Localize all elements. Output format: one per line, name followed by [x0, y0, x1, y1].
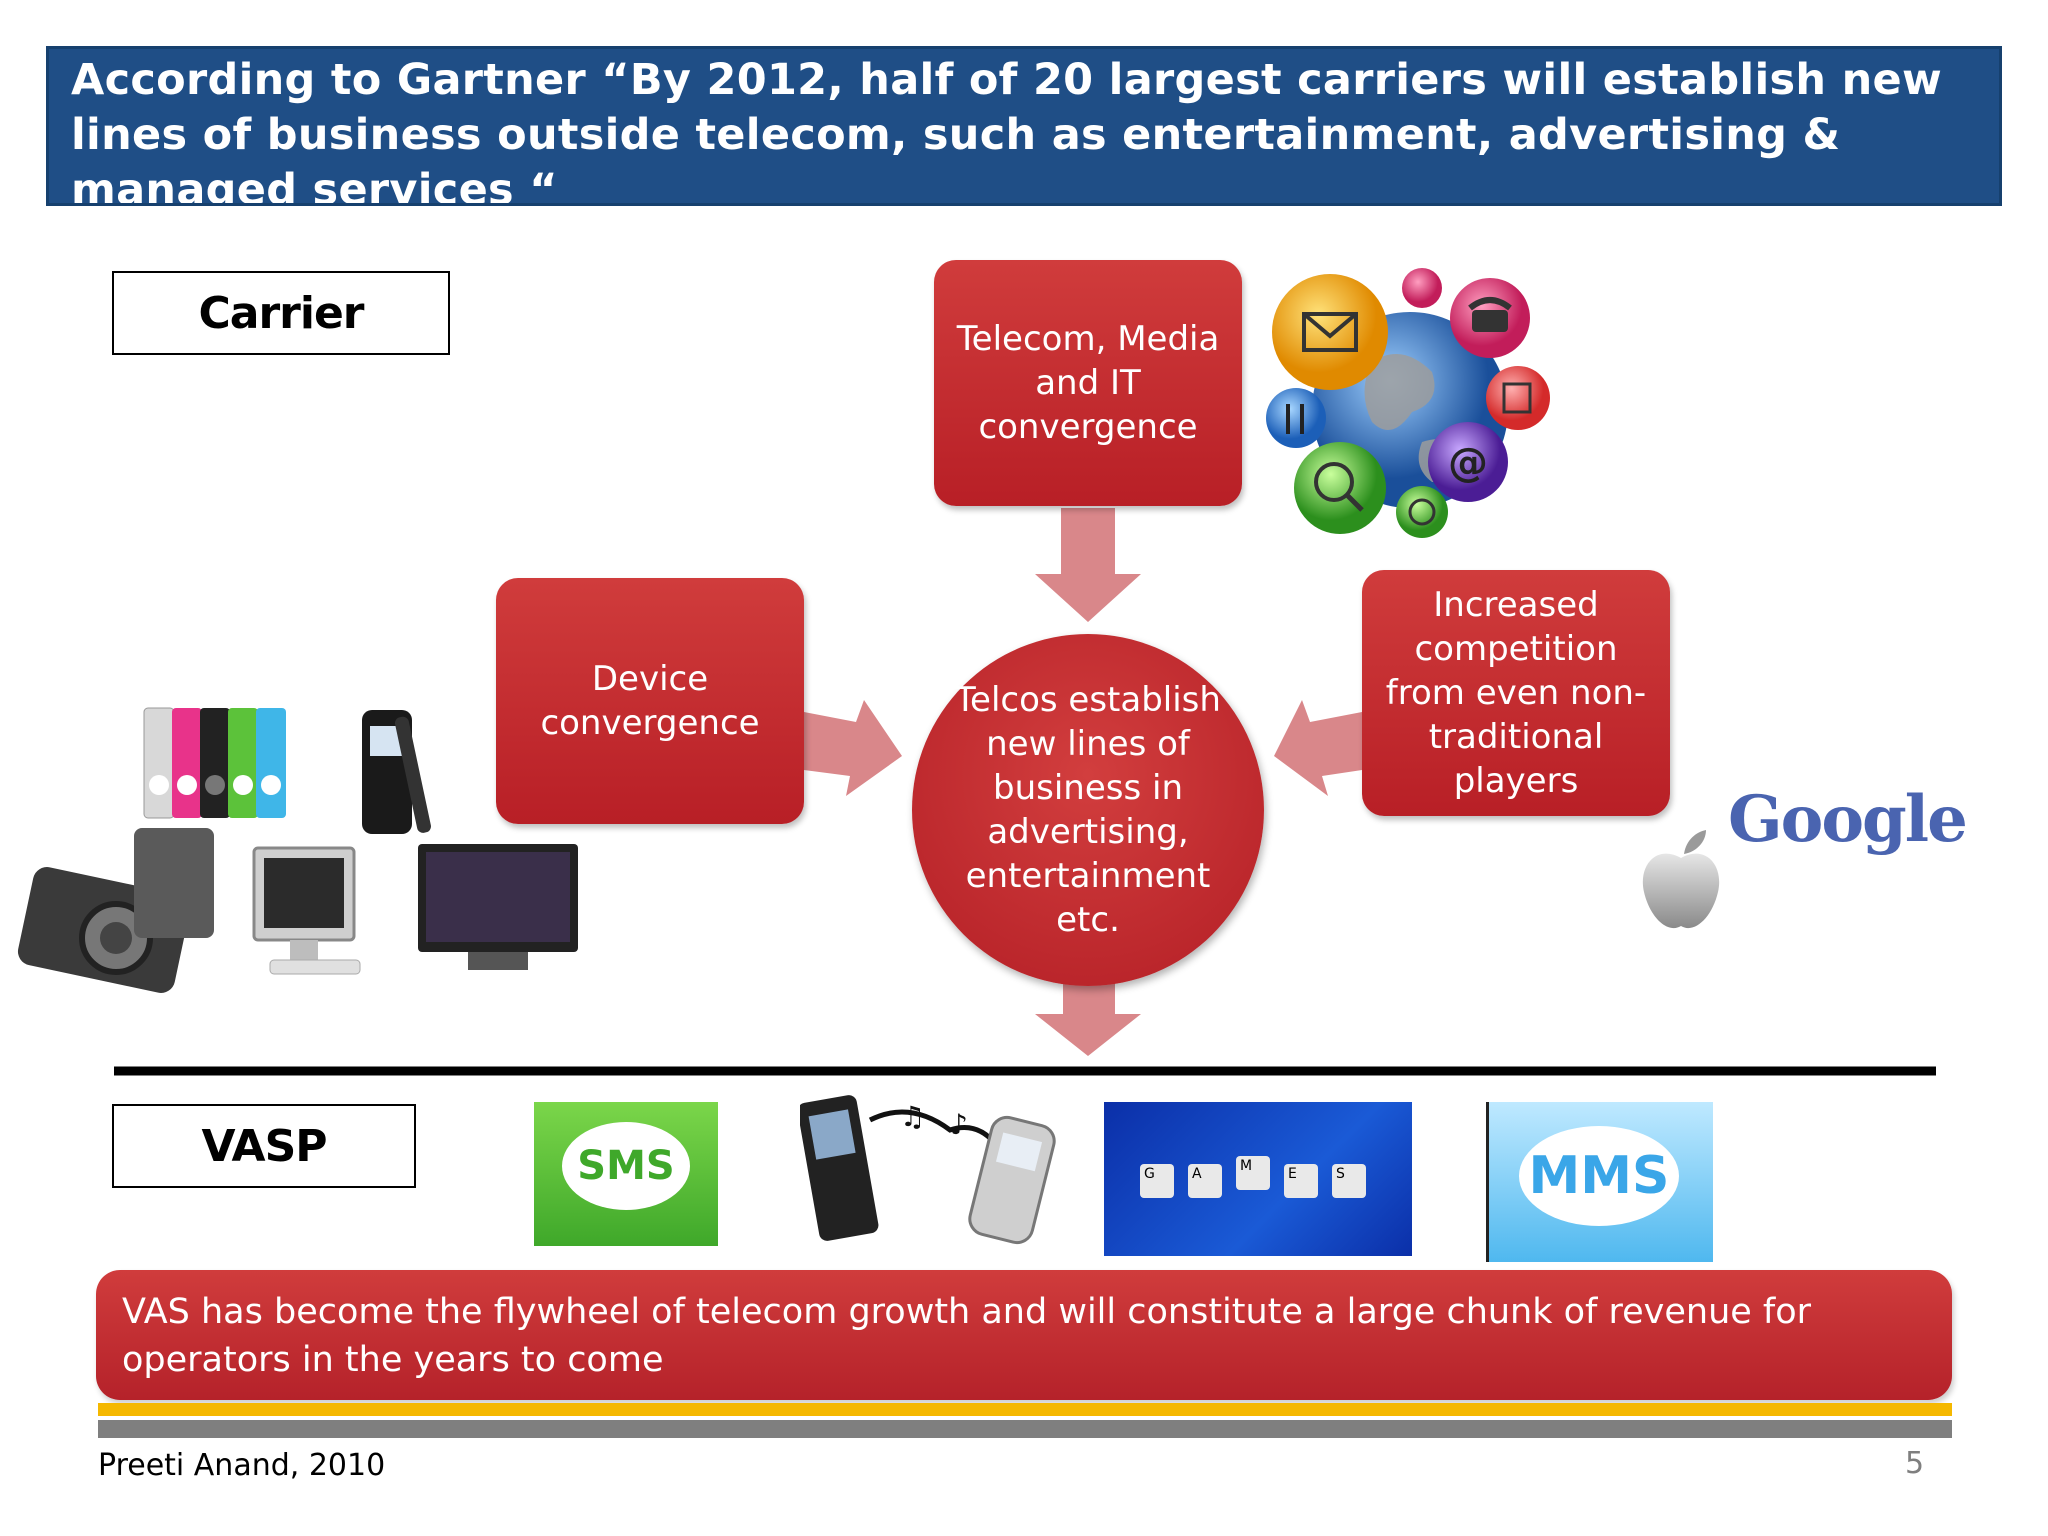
games-keys: G A M E S: [1140, 1156, 1366, 1198]
arrow-left-right: [804, 700, 902, 796]
key-s: S: [1332, 1164, 1366, 1198]
key-a: A: [1188, 1164, 1222, 1198]
apple-icon: [1642, 830, 1720, 929]
svg-text:♪: ♪: [950, 1108, 968, 1141]
arrow-right-left: [1274, 700, 1362, 796]
computer-monitor-icon: [252, 846, 361, 975]
key-e: E: [1284, 1164, 1318, 1198]
vas-statement-box: VAS has become the flywheel of telecom g…: [96, 1270, 1952, 1400]
carrier-label: Carrier: [112, 271, 450, 355]
vasp-label: VASP: [112, 1104, 416, 1188]
page-number: 5: [1905, 1446, 1925, 1481]
header-banner: According to Gartner “By 2012, half of 2…: [46, 46, 2002, 206]
footer-author: Preeti Anand, 2010: [98, 1448, 386, 1483]
footer-stripe-gray: [98, 1420, 1952, 1438]
arrow-top-down: [1035, 508, 1141, 622]
bulb-icon: [1402, 268, 1442, 308]
floppy-icon: [1486, 366, 1550, 430]
google-logo-text: Google: [1728, 782, 1968, 857]
box-device-convergence: Device convergence: [496, 578, 804, 824]
mms-bubble: MMS: [1519, 1126, 1679, 1226]
google-logo: Google: [1728, 782, 1968, 857]
nokia-phone-icon: [362, 710, 431, 834]
lcd-tv-icon: [418, 844, 578, 970]
mail-icon: [1272, 274, 1388, 390]
center-text: Telcos establish new lines of business i…: [955, 680, 1221, 940]
mms-image: MMS: [1486, 1102, 1713, 1262]
svg-text:@: @: [1448, 440, 1488, 486]
phones-music-image: ♫ ♪: [800, 1095, 1056, 1245]
web-search-icon: [1294, 442, 1386, 534]
vas-statement-text: VAS has become the flywheel of telecom g…: [122, 1292, 1812, 1380]
sms-bubble: SMS: [562, 1122, 690, 1210]
center-telcos-circle: Telcos establish new lines of business i…: [912, 634, 1264, 986]
box-telecom-media-it: Telecom, Media and IT convergence: [934, 260, 1242, 506]
globe-cluster: @: [1266, 268, 1550, 538]
phone-icon: [1450, 278, 1530, 358]
header-quote: According to Gartner “By 2012, half of 2…: [71, 55, 1942, 206]
sms-image: SMS: [534, 1102, 718, 1246]
footer-stripe-yellow: [98, 1403, 1952, 1416]
tools-icon: [1266, 388, 1326, 448]
small-globe-icon: [1396, 486, 1448, 538]
at-icon: @: [1428, 422, 1508, 502]
ipod-nano-icon: [143, 707, 286, 819]
key-m: M: [1236, 1156, 1270, 1190]
box-increased-competition: Increased competition from even non-trad…: [1362, 570, 1670, 816]
key-g: G: [1140, 1164, 1174, 1198]
arrow-bottom-down: [1035, 980, 1141, 1056]
svg-text:♫: ♫: [900, 1100, 925, 1133]
devices-cluster: [17, 707, 578, 993]
games-image: G A M E S: [1104, 1102, 1412, 1256]
digital-camera-icon: [17, 828, 214, 993]
